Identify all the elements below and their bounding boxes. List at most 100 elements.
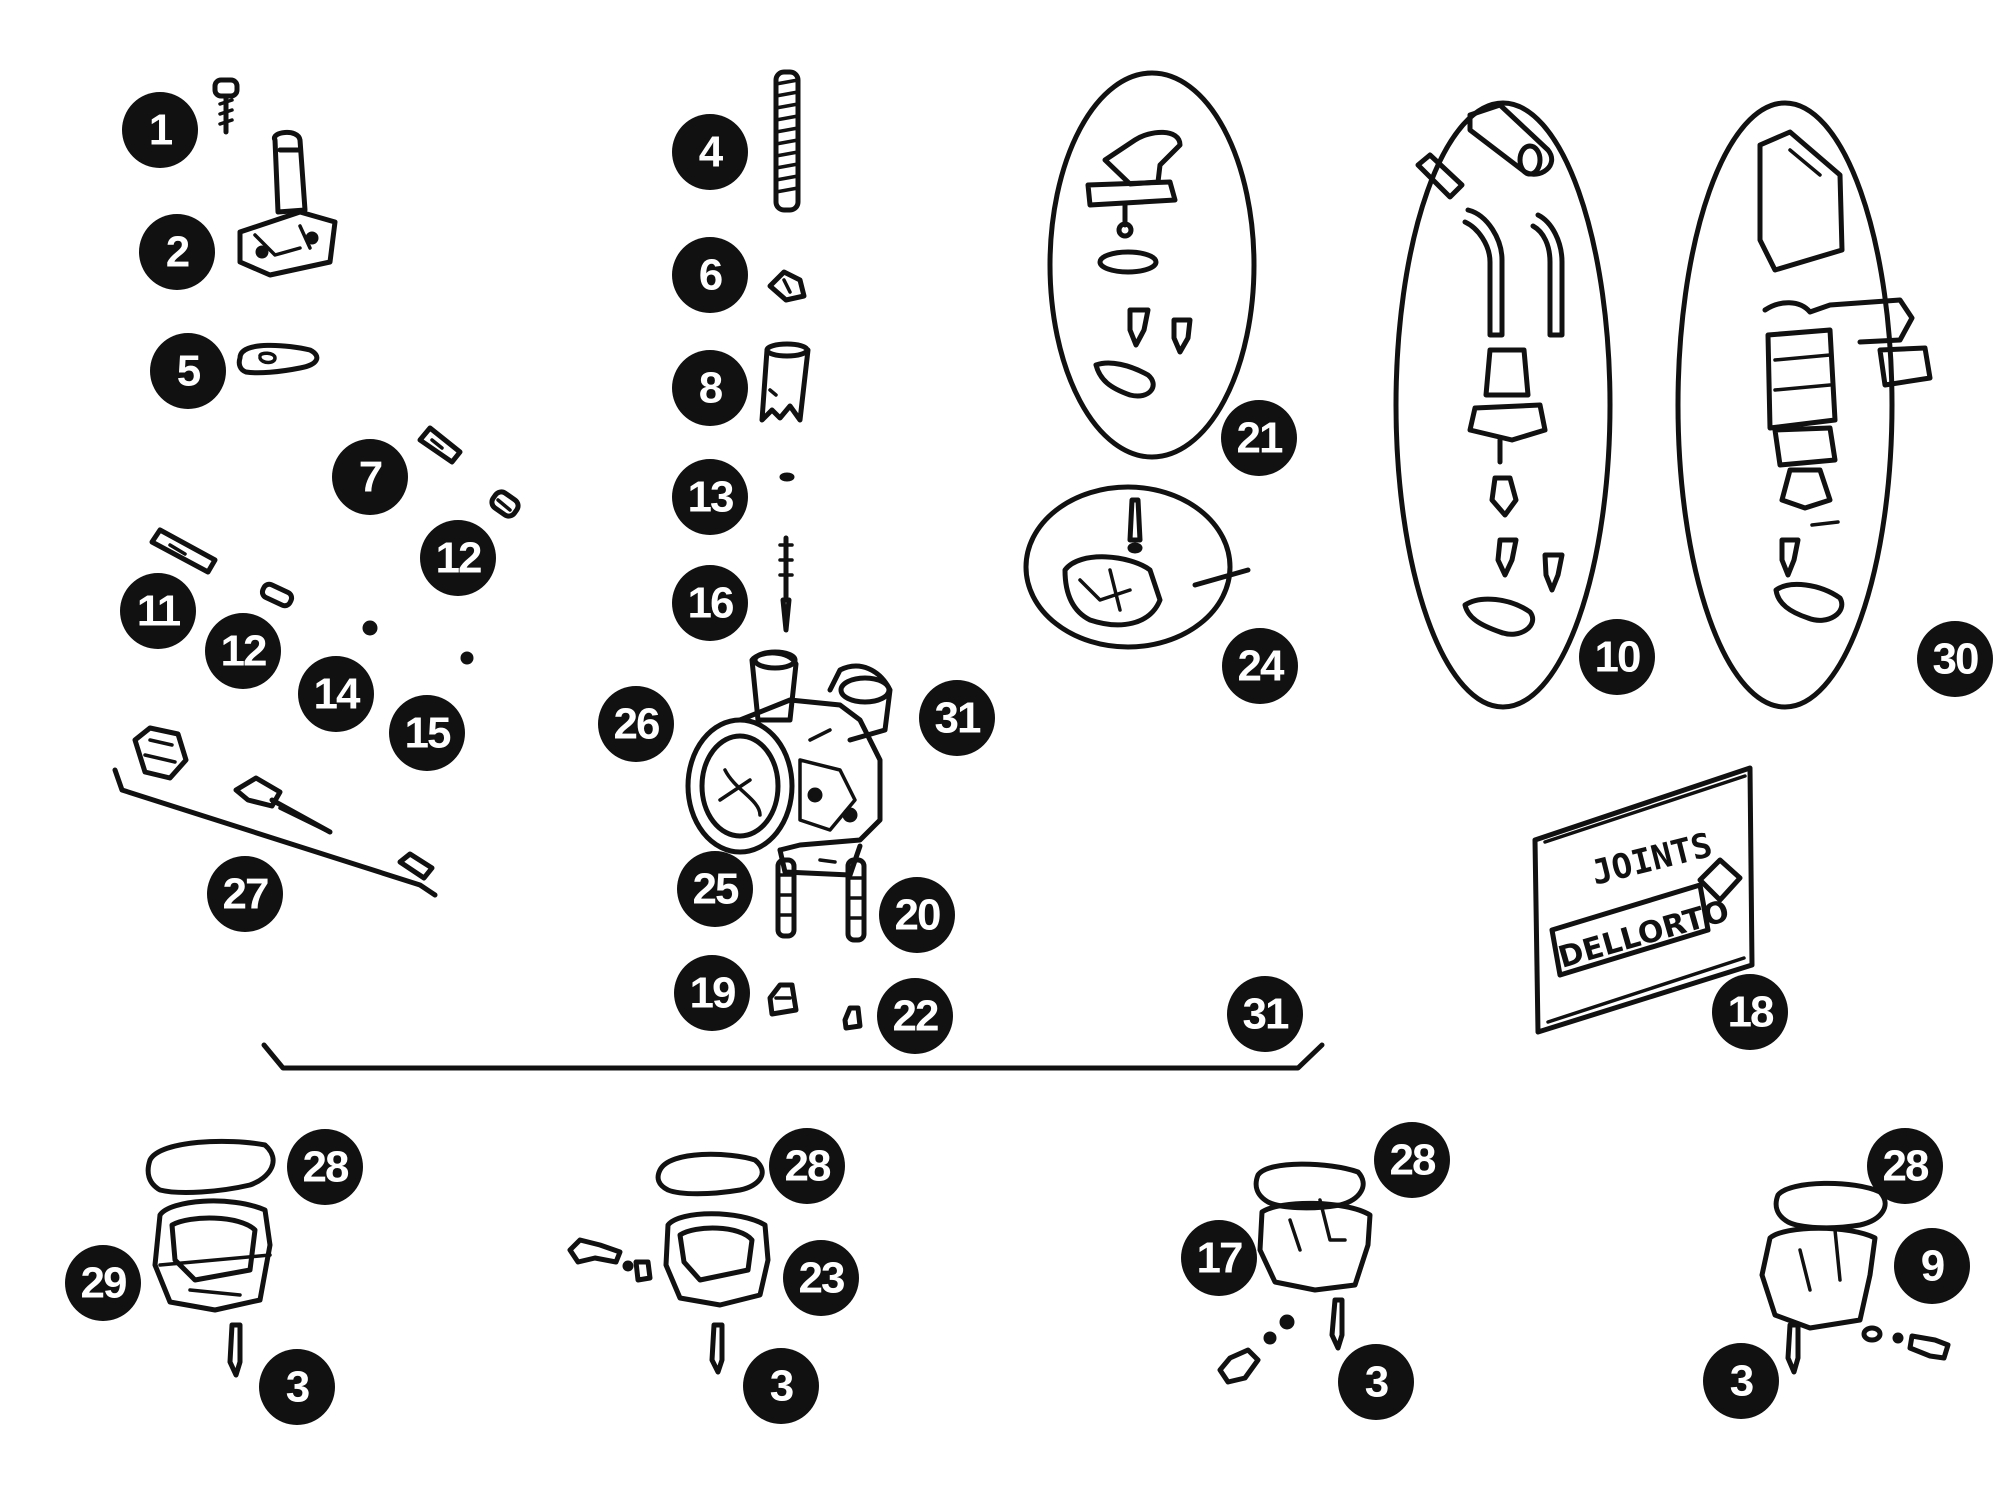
callout-3b: 3	[743, 1348, 819, 1424]
callout-25: 25	[677, 851, 753, 927]
callout-1: 1	[122, 92, 198, 168]
callout-28a: 28	[287, 1129, 363, 1205]
callout-21: 21	[1221, 400, 1297, 476]
svg-text:24: 24	[1238, 642, 1285, 691]
callout-8: 8	[672, 350, 748, 426]
svg-text:28: 28	[1390, 1136, 1436, 1185]
svg-text:20: 20	[895, 891, 940, 940]
svg-text:3: 3	[286, 1363, 309, 1412]
callout-2: 2	[139, 214, 215, 290]
part-spring-4	[773, 69, 801, 213]
part-group-24	[1023, 484, 1251, 650]
svg-text:31: 31	[1243, 990, 1289, 1039]
svg-text:23: 23	[799, 1254, 844, 1303]
callout-16: 16	[672, 565, 748, 641]
svg-text:27: 27	[223, 870, 268, 919]
part-float-bowl-9	[1759, 1180, 1951, 1375]
bracket-31	[261, 1042, 1325, 1071]
callout-3a: 3	[259, 1349, 335, 1425]
svg-text:5: 5	[177, 347, 201, 396]
part-screw-1	[212, 77, 240, 135]
svg-text:17: 17	[1197, 1234, 1242, 1283]
callout-22: 22	[877, 978, 953, 1054]
callout-17: 17	[1181, 1220, 1257, 1296]
svg-text:8: 8	[699, 364, 723, 413]
part-jet-22	[842, 1005, 863, 1031]
svg-text:13: 13	[688, 473, 733, 522]
part-jet-25	[775, 857, 797, 939]
svg-text:12: 12	[221, 627, 266, 676]
svg-text:21: 21	[1237, 414, 1283, 463]
svg-text:14: 14	[314, 670, 361, 719]
callout-23: 23	[783, 1240, 859, 1316]
svg-text:30: 30	[1933, 635, 1978, 684]
callout-28c: 28	[1374, 1122, 1450, 1198]
callout-4: 4	[672, 114, 748, 190]
callout-28b: 28	[769, 1128, 845, 1204]
part-screw-set-27	[112, 725, 438, 898]
svg-text:28: 28	[1883, 1142, 1929, 1191]
part-ball-15	[460, 651, 474, 665]
svg-text:28: 28	[785, 1142, 831, 1191]
callout-3d: 3	[1703, 1343, 1779, 1419]
svg-text:3: 3	[770, 1362, 793, 1411]
part-group-30	[1675, 100, 1933, 710]
part-needle-16	[778, 535, 794, 633]
part-choke-assembly-2	[237, 130, 338, 278]
part-ball-14	[362, 620, 378, 636]
callout-13: 13	[672, 459, 748, 535]
callout-28d: 28	[1867, 1128, 1943, 1204]
part-needle-clip-13	[779, 472, 795, 482]
svg-text:16: 16	[688, 579, 733, 628]
part-jet-20	[845, 857, 867, 943]
svg-text:28: 28	[303, 1143, 349, 1192]
part-gasket-5	[236, 342, 320, 376]
svg-text:15: 15	[405, 709, 451, 758]
part-jet-19	[767, 982, 799, 1017]
svg-text:26: 26	[614, 700, 659, 749]
callout-12a: 12	[420, 520, 496, 596]
svg-text:11: 11	[137, 587, 181, 636]
part-float-bowl-17	[1217, 1161, 1373, 1385]
callout-31b: 31	[1227, 976, 1303, 1052]
callout-9: 9	[1894, 1228, 1970, 1304]
part-spring-12b	[259, 581, 295, 609]
svg-text:19: 19	[690, 969, 735, 1018]
callout-6: 6	[672, 237, 748, 313]
svg-text:2: 2	[166, 228, 189, 277]
part-throttle-slide-8	[759, 341, 811, 423]
part-carburetor-body-26	[685, 649, 893, 878]
part-screw-11	[149, 527, 218, 575]
callout-29: 29	[65, 1245, 141, 1321]
part-group-10	[1393, 100, 1613, 710]
svg-text:3: 3	[1730, 1357, 1753, 1406]
svg-text:3: 3	[1365, 1358, 1388, 1407]
callout-19: 19	[674, 955, 750, 1031]
svg-text:1: 1	[149, 106, 173, 155]
svg-text:22: 22	[893, 992, 938, 1041]
svg-text:18: 18	[1728, 988, 1774, 1037]
callout-12b: 12	[205, 613, 281, 689]
package-brand: DELLORTO	[1555, 894, 1734, 976]
svg-text:7: 7	[359, 453, 382, 502]
callout-24: 24	[1222, 628, 1298, 704]
callout-14: 14	[298, 656, 374, 732]
callout-11: 11	[120, 573, 196, 649]
svg-text:10: 10	[1595, 633, 1640, 682]
svg-text:9: 9	[1921, 1242, 1944, 1291]
callout-20: 20	[879, 877, 955, 953]
part-screw-7	[417, 425, 463, 465]
callout-18: 18	[1712, 974, 1788, 1050]
callout-3c: 3	[1338, 1344, 1414, 1420]
callout-27: 27	[207, 856, 283, 932]
part-group-21	[1047, 70, 1257, 460]
svg-text:29: 29	[81, 1259, 126, 1308]
part-float-bowl-23	[567, 1151, 771, 1375]
svg-text:12: 12	[436, 534, 481, 583]
callout-7: 7	[332, 439, 408, 515]
part-clip-6	[767, 269, 807, 303]
svg-text:25: 25	[693, 865, 739, 914]
callout-30: 30	[1917, 621, 1993, 697]
callout-26: 26	[598, 686, 674, 762]
